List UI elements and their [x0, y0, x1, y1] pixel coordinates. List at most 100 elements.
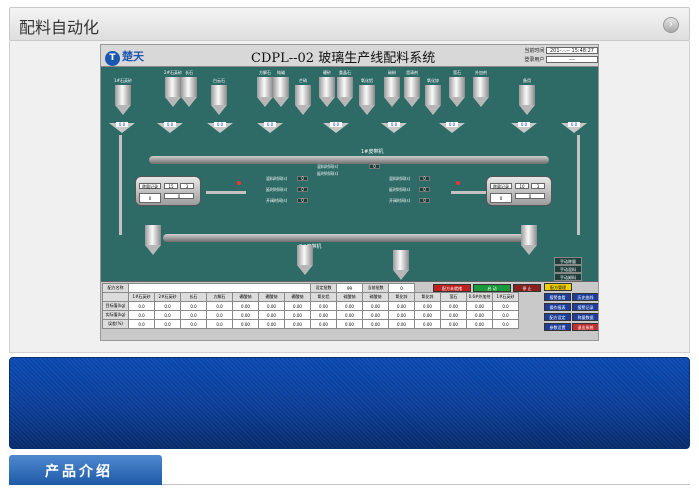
- mid-label-right-2: 延时时间(s): [389, 187, 411, 192]
- mid-value-left-3[interactable]: 0: [297, 198, 308, 203]
- data-cell: 0.00: [258, 319, 285, 329]
- column-header: 萤石: [440, 292, 467, 302]
- manual-weigh-button[interactable]: 手动称量: [554, 257, 582, 265]
- output-hopper-right: [521, 225, 537, 257]
- belt-conveyor-2: [163, 234, 533, 242]
- weigh-scale-5[interactable]: 0.0: [323, 122, 349, 135]
- user-label: 登录用户: [524, 57, 545, 63]
- scale-reading: 0.0: [330, 122, 342, 127]
- weigh-scale-8[interactable]: 0.0: [511, 122, 537, 135]
- silo-11: 碳粉: [384, 70, 400, 109]
- data-cell: 0.00: [336, 319, 363, 329]
- weigh-scale-6[interactable]: 0.0: [381, 122, 407, 135]
- silo-label: 硼砂: [323, 70, 331, 75]
- chevron-right-icon[interactable]: ›: [663, 17, 679, 33]
- data-cell: 0.00: [310, 301, 337, 311]
- set-count-value[interactable]: 99: [336, 283, 363, 293]
- data-cell: 0.00: [388, 301, 415, 311]
- time-readout: 当前时间 201-.-.-- 15:48:27: [524, 47, 598, 54]
- mid-value-left-2[interactable]: 0: [297, 187, 308, 192]
- recipe-status-indicator[interactable]: 配方未就绪: [433, 284, 471, 292]
- valve-left-icon[interactable]: [237, 181, 241, 185]
- column-header: 长石: [180, 292, 207, 302]
- data-cell: 0.00: [232, 319, 259, 329]
- data-cell: 0.00: [258, 301, 285, 311]
- data-cell: 0.00: [232, 301, 259, 311]
- mid-value-right-3[interactable]: 0: [419, 198, 430, 203]
- weigh-scale-2[interactable]: 0.0: [157, 122, 183, 135]
- weigh-scale-4[interactable]: 0.0: [257, 122, 283, 135]
- recipe-management-button[interactable]: 配方管理: [544, 283, 572, 291]
- data-cell: 0.00: [362, 310, 389, 320]
- mid-value-left-1[interactable]: 0: [297, 176, 308, 181]
- pipe-vertical-left: [119, 135, 122, 235]
- data-cell: 0.0: [180, 310, 207, 320]
- manual-mix-button[interactable]: 手动混料: [554, 265, 582, 273]
- mixer-left-c: 0: [139, 193, 161, 203]
- mixer-right-c: 0: [490, 193, 512, 203]
- column-header: [102, 292, 129, 302]
- parameter-setting-button[interactable]: 参数设置: [544, 323, 571, 331]
- column-header: 氧化锌: [388, 292, 415, 302]
- mixer-left-d: 0: [164, 193, 194, 199]
- recipe-name-field[interactable]: [128, 283, 311, 293]
- tab-product-intro-label: 产品介绍: [45, 464, 113, 480]
- data-cell: 0.00: [466, 310, 493, 320]
- mixer-left[interactable]: 称量记录 15 3 0 0: [135, 176, 201, 206]
- stop-button[interactable]: 停 止: [513, 284, 541, 292]
- alarm-record-button[interactable]: 报警记录: [572, 303, 598, 311]
- data-cell: 0.00: [336, 301, 363, 311]
- weigh-scale-3[interactable]: 0.0: [207, 122, 233, 135]
- column-header: 氧化铝: [310, 292, 337, 302]
- mid-value-right-2[interactable]: 0: [419, 187, 430, 192]
- data-cell: 0.0: [206, 301, 233, 311]
- mid-label-right-3: 开阀时间(s): [389, 198, 411, 203]
- mid-value-right-1[interactable]: 0: [419, 176, 430, 181]
- mid-value-top[interactable]: 0: [369, 164, 380, 169]
- mixer-right[interactable]: 称量记录 10 3 0 0: [486, 176, 552, 206]
- mixer-right-b: 3: [531, 183, 545, 189]
- recipe-label: 配方名称: [102, 283, 129, 293]
- silo-1: 1#石英砂: [114, 78, 132, 117]
- column-header: 硫酸钠: [336, 292, 363, 302]
- data-cell: 0.0: [180, 319, 207, 329]
- silo-label: 碳粉: [388, 70, 396, 75]
- data-cell: 0.0: [154, 319, 181, 329]
- weigh-scale-9[interactable]: 0.0: [561, 122, 587, 135]
- silo-15: 外加剂: [473, 70, 489, 109]
- manual-unload-button[interactable]: 手动卸料: [554, 273, 582, 281]
- start-button[interactable]: 启 动: [473, 284, 511, 292]
- mixer-right-a: 10: [515, 183, 529, 189]
- column-header: 硼酸钠: [284, 292, 311, 302]
- weigh-data-button[interactable]: 称量数据: [572, 313, 598, 321]
- mixer-right-label: 称量记录: [490, 183, 512, 189]
- mid-label-top-2: 延时时间(s): [317, 171, 339, 176]
- banner: [9, 357, 690, 449]
- data-cell: 0.00: [388, 310, 415, 320]
- mid-label-left-1: 混料时间(s): [266, 176, 288, 181]
- row-label: 实际值(kg): [102, 310, 129, 320]
- silo-label: 备用: [523, 78, 531, 83]
- scale-reading: 0.0: [116, 122, 128, 127]
- recipe-setting-button[interactable]: 配方设定: [544, 313, 571, 321]
- operation-report-button[interactable]: 操作报表: [544, 303, 571, 311]
- data-cell: 0.0: [180, 301, 207, 311]
- data-cell: 0.00: [466, 319, 493, 329]
- silo-label: 方解石: [259, 70, 271, 75]
- tab-product-intro[interactable]: 产品介绍: [9, 455, 162, 485]
- scale-reading: 0.0: [214, 122, 226, 127]
- weigh-scale-1[interactable]: 0.0: [109, 122, 135, 135]
- weigh-scale-7[interactable]: 0.0: [439, 122, 465, 135]
- column-header: 2#石英砂: [154, 292, 181, 302]
- alarm-view-button[interactable]: 报警查看: [544, 293, 571, 301]
- time-label: 当前时间: [524, 48, 545, 54]
- history-curve-button[interactable]: 历史曲线: [572, 293, 598, 301]
- valve-right-icon[interactable]: [456, 181, 460, 185]
- mid-label-left-3: 开阀时间(s): [266, 198, 288, 203]
- exit-system-button[interactable]: 退出系统: [572, 323, 598, 331]
- mid-label-left-2: 延时时间(s): [266, 187, 288, 192]
- silo-label: 氧化锌: [427, 78, 439, 83]
- column-header: 方解石: [206, 292, 233, 302]
